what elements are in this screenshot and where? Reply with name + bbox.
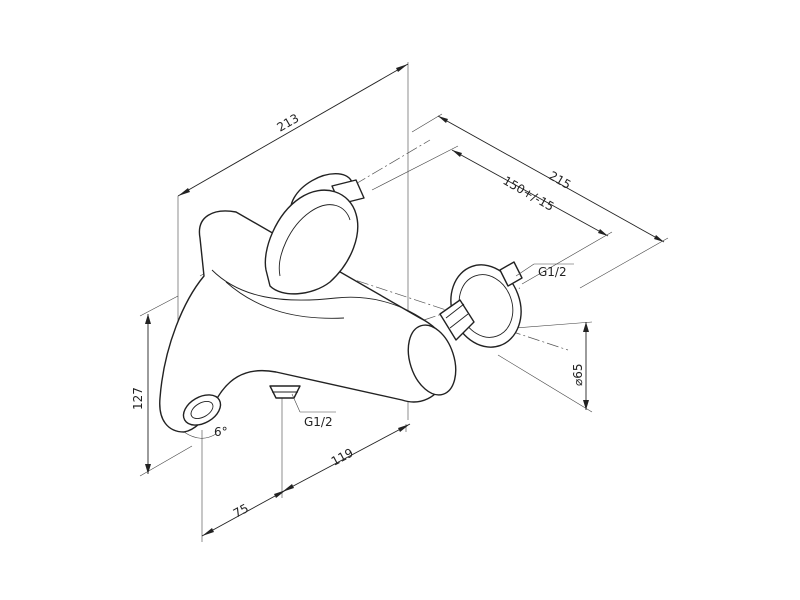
thread-outlet-callout: G1/2: [291, 393, 336, 429]
thread-inlet-callout: G1/2: [515, 263, 574, 279]
dimension-127: 127: [131, 295, 193, 477]
dimension-label-75: 75: [231, 501, 251, 521]
faucet-body: [159, 173, 457, 433]
dimension-75: 75: [201, 430, 287, 542]
angle-label: 6°: [214, 425, 228, 439]
dimension-label-215: 215: [547, 168, 574, 192]
thread-inlet-label: G1/2: [538, 265, 567, 279]
dimension-65: ⌀65: [489, 321, 593, 413]
angle-callout: 6°: [183, 425, 228, 439]
dimension-119: 119: [281, 398, 411, 498]
thread-outlet-label: G1/2: [304, 415, 333, 429]
dimension-label-65: ⌀65: [571, 364, 585, 387]
dimension-label-119: 119: [329, 446, 356, 469]
wall-connection: [439, 261, 523, 348]
dimension-label-213: 213: [275, 111, 302, 135]
dimension-label-127: 127: [131, 387, 145, 410]
